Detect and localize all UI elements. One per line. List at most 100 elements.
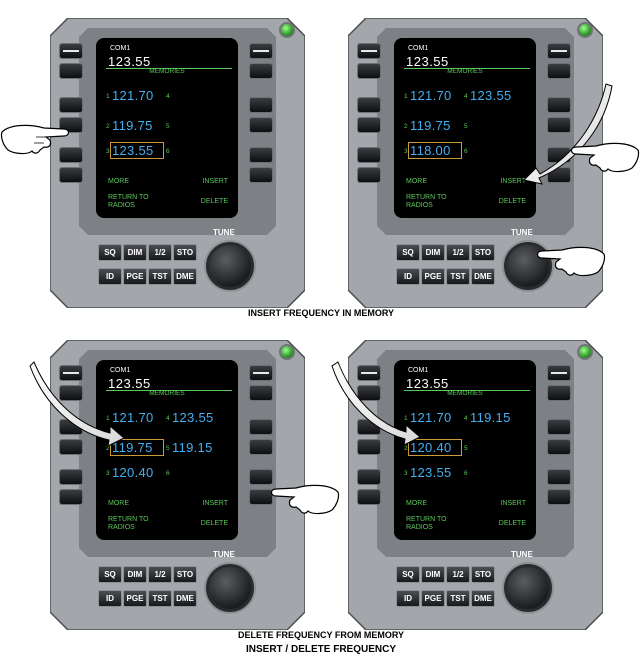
- tune-knob[interactable]: [504, 242, 552, 290]
- left-button-3[interactable]: [60, 440, 82, 454]
- half-key[interactable]: 1/2: [446, 566, 470, 583]
- left-button-2[interactable]: [60, 98, 82, 112]
- half-key[interactable]: 1/2: [148, 566, 172, 583]
- memory-4-frequency[interactable]: 123.55: [172, 410, 214, 425]
- right-button-1[interactable]: [548, 64, 570, 78]
- left-button-1[interactable]: [358, 386, 380, 400]
- more-softkey-label: MORE: [108, 500, 129, 507]
- right-button-3[interactable]: [250, 118, 272, 132]
- memory-3-frequency[interactable]: 118.00: [410, 143, 451, 158]
- sq-key[interactable]: SQ: [396, 566, 420, 583]
- sq-key[interactable]: SQ: [98, 566, 122, 583]
- memory-1-frequency[interactable]: 121.70: [410, 410, 452, 425]
- left-button-5[interactable]: [60, 490, 82, 504]
- right-button-2[interactable]: [548, 98, 570, 112]
- id-key[interactable]: ID: [396, 268, 420, 285]
- sto-key[interactable]: STO: [471, 566, 495, 583]
- right-button-3[interactable]: [250, 440, 272, 454]
- left-button-2[interactable]: [358, 98, 380, 112]
- sq-key[interactable]: SQ: [98, 244, 122, 261]
- left-button-3[interactable]: [358, 118, 380, 132]
- right-button-5[interactable]: [548, 168, 570, 182]
- left-button-4[interactable]: [358, 148, 380, 162]
- half-key[interactable]: 1/2: [446, 244, 470, 261]
- sto-key[interactable]: STO: [471, 244, 495, 261]
- right-button-1[interactable]: [250, 64, 272, 78]
- memory-3-frequency[interactable]: 123.55: [410, 465, 452, 480]
- left-button-3[interactable]: [358, 440, 380, 454]
- dim-key[interactable]: DIM: [123, 566, 147, 583]
- left-swap-button[interactable]: [60, 366, 82, 380]
- right-button-4[interactable]: [250, 470, 272, 484]
- right-swap-button[interactable]: [250, 44, 272, 58]
- right-button-5[interactable]: [250, 168, 272, 182]
- tune-knob[interactable]: [504, 564, 552, 612]
- memory-3-frequency[interactable]: 120.40: [112, 465, 154, 480]
- memory-2-frequency[interactable]: 119.75: [112, 440, 153, 455]
- pge-key[interactable]: PGE: [123, 590, 147, 607]
- tune-label: TUNE: [511, 550, 533, 559]
- tst-key[interactable]: TST: [148, 268, 172, 285]
- dme-key[interactable]: DME: [173, 268, 197, 285]
- left-button-1[interactable]: [358, 64, 380, 78]
- memory-2-frequency[interactable]: 119.75: [112, 118, 153, 133]
- pge-key[interactable]: PGE: [421, 590, 445, 607]
- dim-key[interactable]: DIM: [123, 244, 147, 261]
- left-button-1[interactable]: [60, 386, 82, 400]
- sto-key[interactable]: STO: [173, 244, 197, 261]
- dme-key[interactable]: DME: [173, 590, 197, 607]
- left-button-4[interactable]: [60, 148, 82, 162]
- pge-key[interactable]: PGE: [421, 268, 445, 285]
- insert-softkey-label: INSERT: [202, 178, 228, 185]
- memory-4-frequency[interactable]: 123.55: [470, 88, 512, 103]
- dim-key[interactable]: DIM: [421, 566, 445, 583]
- memory-1-frequency[interactable]: 121.70: [112, 410, 154, 425]
- memory-4-frequency[interactable]: 119.15: [470, 410, 511, 425]
- left-swap-button[interactable]: [358, 44, 380, 58]
- dim-key[interactable]: DIM: [421, 244, 445, 261]
- memory-2-frequency[interactable]: 119.75: [410, 118, 451, 133]
- left-button-3[interactable]: [60, 118, 82, 132]
- id-key[interactable]: ID: [98, 590, 122, 607]
- right-button-1[interactable]: [250, 386, 272, 400]
- memory-1-frequency[interactable]: 121.70: [410, 88, 452, 103]
- id-key[interactable]: ID: [98, 268, 122, 285]
- sto-key[interactable]: STO: [173, 566, 197, 583]
- tst-key[interactable]: TST: [446, 590, 470, 607]
- right-button-1[interactable]: [548, 386, 570, 400]
- tst-key[interactable]: TST: [148, 590, 172, 607]
- left-button-5[interactable]: [60, 168, 82, 182]
- left-button-5[interactable]: [358, 490, 380, 504]
- left-button-5[interactable]: [358, 168, 380, 182]
- right-button-5[interactable]: [250, 490, 272, 504]
- tune-knob[interactable]: [206, 242, 254, 290]
- tune-knob[interactable]: [206, 564, 254, 612]
- half-key[interactable]: 1/2: [148, 244, 172, 261]
- left-button-4[interactable]: [358, 470, 380, 484]
- right-swap-button[interactable]: [250, 366, 272, 380]
- memory-3-frequency[interactable]: 123.55: [112, 143, 154, 158]
- right-button-2[interactable]: [250, 420, 272, 434]
- memory-1-frequency[interactable]: 121.70: [112, 88, 154, 103]
- right-swap-button[interactable]: [548, 44, 570, 58]
- right-button-2[interactable]: [548, 420, 570, 434]
- dme-key[interactable]: DME: [471, 590, 495, 607]
- right-swap-button[interactable]: [548, 366, 570, 380]
- right-button-2[interactable]: [250, 98, 272, 112]
- left-swap-button[interactable]: [358, 366, 380, 380]
- tst-key[interactable]: TST: [446, 268, 470, 285]
- left-swap-button[interactable]: [60, 44, 82, 58]
- right-button-4[interactable]: [250, 148, 272, 162]
- left-button-4[interactable]: [60, 470, 82, 484]
- dme-key[interactable]: DME: [471, 268, 495, 285]
- sq-key[interactable]: SQ: [396, 244, 420, 261]
- right-button-4[interactable]: [548, 470, 570, 484]
- left-button-1[interactable]: [60, 64, 82, 78]
- memory-5-frequency[interactable]: 119.15: [172, 440, 213, 455]
- id-key[interactable]: ID: [396, 590, 420, 607]
- memory-2-frequency[interactable]: 120.40: [410, 440, 452, 455]
- right-button-3[interactable]: [548, 118, 570, 132]
- pge-key[interactable]: PGE: [123, 268, 147, 285]
- right-button-5[interactable]: [548, 490, 570, 504]
- right-button-3[interactable]: [548, 440, 570, 454]
